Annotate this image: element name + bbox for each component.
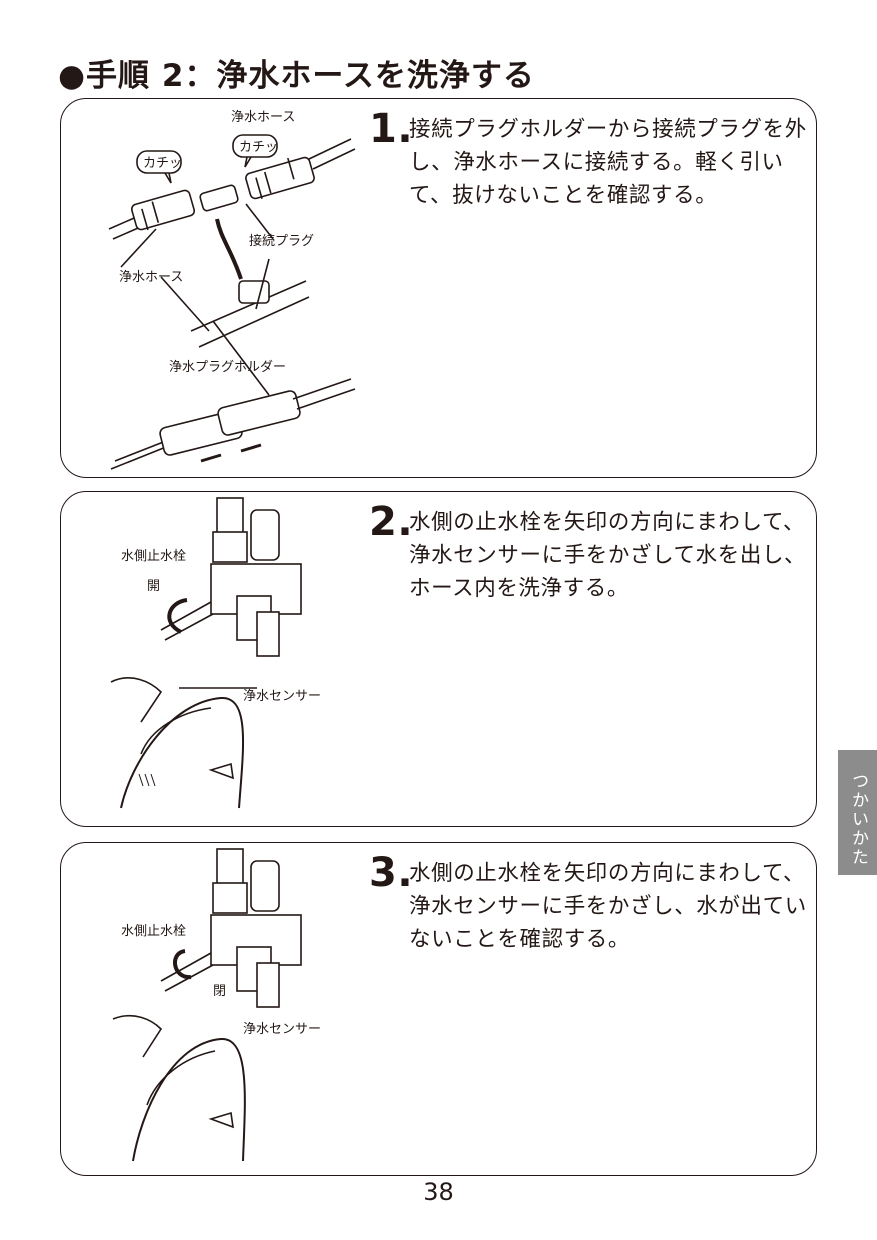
plug-label: 接続プラグ bbox=[249, 233, 314, 249]
section-tab: つかいかた bbox=[838, 750, 877, 875]
hose-left-label: 浄水ホース bbox=[119, 270, 183, 285]
step-3-panel: 水側止水栓 閉 浄水センサー 3. 水側の止水栓を矢印の方向にまわして、浄水セン… bbox=[60, 842, 817, 1176]
valve-close-illustration: 水側止水栓 閉 浄水センサー bbox=[112, 848, 321, 1162]
hose-top-label: 浄水ホース bbox=[231, 110, 295, 125]
step-1-panel: 浄水ホース カチッ カチッ 接続プラグ 浄水ホース 浄水プラグホルダー 1. 接… bbox=[60, 98, 817, 478]
step-3-text: 水側の止水栓を矢印の方向にまわして、浄水センサーに手をかざし、水が出ていないこと… bbox=[409, 861, 807, 952]
step-1-text: 接続プラグホルダーから接続プラグを外し、浄水ホースに接続する。軽く引いて、抜けな… bbox=[409, 117, 807, 208]
hose-connection-illustration: 浄水ホース カチッ カチッ 接続プラグ 浄水ホース 浄水プラグホルダー bbox=[108, 110, 356, 470]
page-number: 38 bbox=[423, 1178, 454, 1206]
valve-label: 水側止水栓 bbox=[121, 549, 186, 564]
direction-label: 開 bbox=[147, 579, 160, 594]
step-2-text: 水側の止水栓を矢印の方向にまわして、浄水センサーに手をかざして水を出し、ホース内… bbox=[409, 510, 807, 601]
valve-open-illustration: 水側止水栓 開 浄水センサー bbox=[110, 497, 321, 809]
step-2-panel: 水側止水栓 開 浄水センサー 2. 水側の止水栓を矢印の方向にまわして、浄水セン… bbox=[60, 491, 817, 827]
valve-label-3: 水側止水栓 bbox=[121, 924, 186, 939]
click-right-label: カチッ bbox=[239, 140, 278, 155]
step-3-instruction: 3. 水側の止水栓を矢印の方向にまわして、浄水センサーに手をかざし、水が出ていな… bbox=[369, 853, 809, 956]
sensor-label-3: 浄水センサー bbox=[243, 1022, 321, 1037]
step-1-instruction: 1. 接続プラグホルダーから接続プラグを外し、浄水ホースに接続する。軽く引いて、… bbox=[369, 109, 809, 212]
direction-label-3: 閉 bbox=[213, 984, 226, 999]
step-2-number: 2. bbox=[369, 499, 414, 545]
click-left-label: カチッ bbox=[143, 156, 182, 171]
step-2-instruction: 2. 水側の止水栓を矢印の方向にまわして、浄水センサーに手をかざして水を出し、ホ… bbox=[369, 502, 809, 605]
holder-label: 浄水プラグホルダー bbox=[169, 360, 286, 375]
step-3-number: 3. bbox=[369, 850, 414, 896]
page-title: ●手順 2：浄水ホースを洗浄する bbox=[58, 58, 535, 94]
step-1-number: 1. bbox=[369, 106, 414, 152]
sensor-label: 浄水センサー bbox=[243, 689, 321, 704]
